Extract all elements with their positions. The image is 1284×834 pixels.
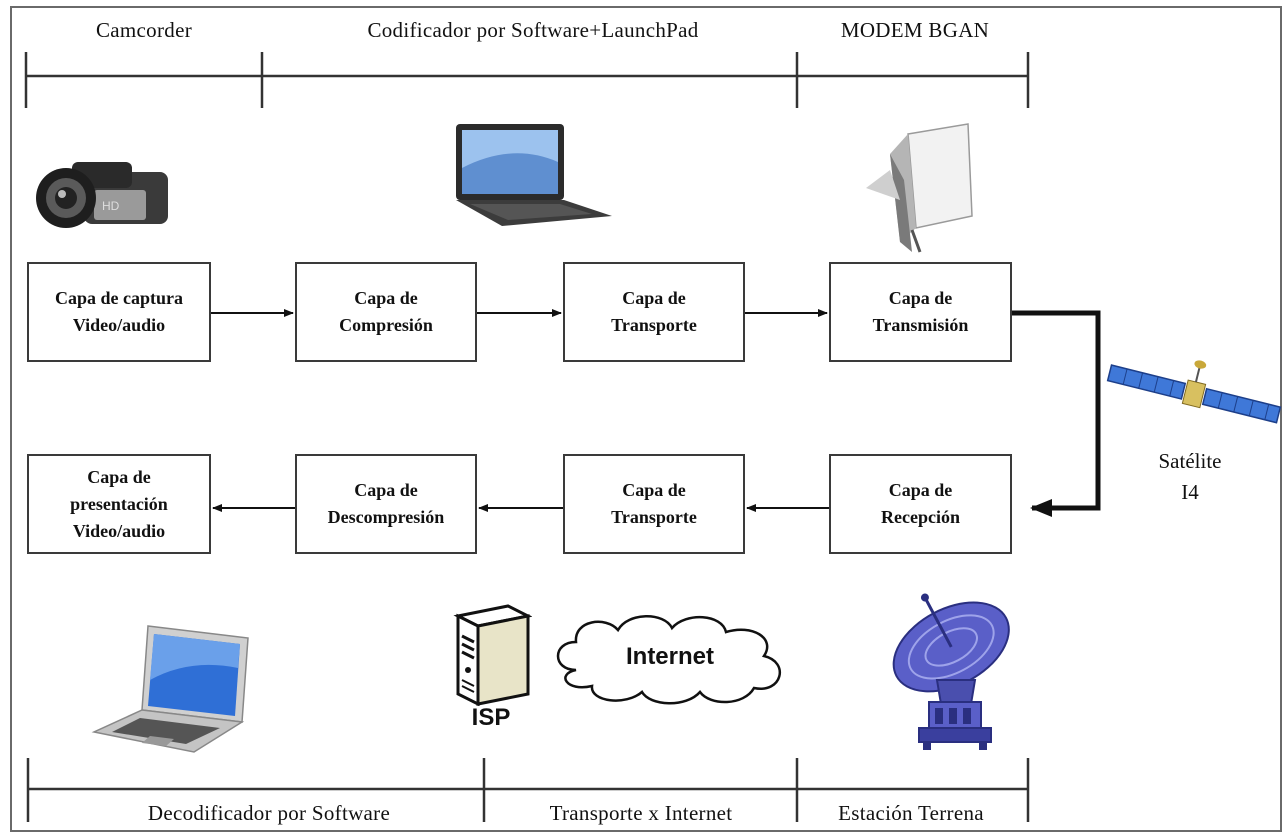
box-line: Capa de captura — [54, 288, 183, 308]
box-line: Capa de — [354, 480, 418, 500]
box-line: Descompresión — [327, 507, 445, 527]
box-line: Transporte — [611, 315, 697, 335]
box-line: Capa de — [888, 288, 953, 308]
satellite-name: Satélite — [1158, 449, 1222, 473]
bgan-modem-icon — [866, 123, 973, 253]
box-line: Capa de — [888, 480, 953, 500]
cloud-icon — [556, 615, 782, 705]
box-line: presentación — [70, 493, 168, 514]
box-line: Video/audio — [72, 520, 166, 541]
box-line: Capa de — [87, 466, 151, 487]
box-line: Recepción — [881, 507, 960, 527]
box-line: Transporte — [611, 507, 697, 527]
segment-estacion-terrena: Estación Terrena — [838, 801, 984, 825]
svg-text:HD: HD — [102, 199, 120, 213]
box-line: Compresión — [339, 315, 433, 335]
box-capa-transporte-tx: Capa de Transporte — [563, 262, 745, 362]
segment-codificador: Codificador por Software+LaunchPad — [367, 18, 699, 42]
box-capa-compresion: Capa de Compresión — [295, 262, 477, 362]
segment-camcorder: Camcorder — [96, 18, 192, 42]
box-capa-recepcion: Capa de Recepción — [829, 454, 1012, 554]
box-line: Capa de — [622, 480, 686, 500]
top-bracket — [24, 52, 1030, 108]
diagram-frame — [10, 6, 1282, 832]
arrow-satellite-loop — [1012, 310, 1101, 517]
box-line: Video/audio — [72, 315, 166, 335]
laptop-icon — [456, 124, 612, 226]
isp-label: ISP — [471, 704, 511, 731]
box-capa-transmision: Capa de Transmisión — [829, 262, 1012, 362]
laptop-icon — [91, 625, 249, 753]
bottom-bracket — [26, 758, 1030, 822]
satellite-dish-icon — [892, 593, 1010, 750]
box-line: Capa de — [622, 288, 686, 308]
segment-modem: MODEM BGAN — [840, 18, 990, 42]
cloud-label: Internet — [625, 643, 714, 670]
segment-decodificador: Decodificador por Software — [147, 801, 391, 825]
segment-transporte-internet: Transporte x Internet — [549, 801, 733, 825]
server-icon — [453, 604, 532, 706]
box-line: Transmisión — [872, 315, 969, 335]
satellite-id: I4 — [1181, 480, 1199, 504]
box-capa-descompresion: Capa de Descompresión — [295, 454, 477, 554]
box-line: Capa de — [354, 288, 418, 308]
satellite-icon — [1106, 360, 1282, 424]
box-capa-transporte-rx: Capa de Transporte — [563, 454, 745, 554]
camcorder-icon: HD — [36, 162, 168, 228]
satellite-label: Satélite I4 — [1140, 446, 1240, 508]
